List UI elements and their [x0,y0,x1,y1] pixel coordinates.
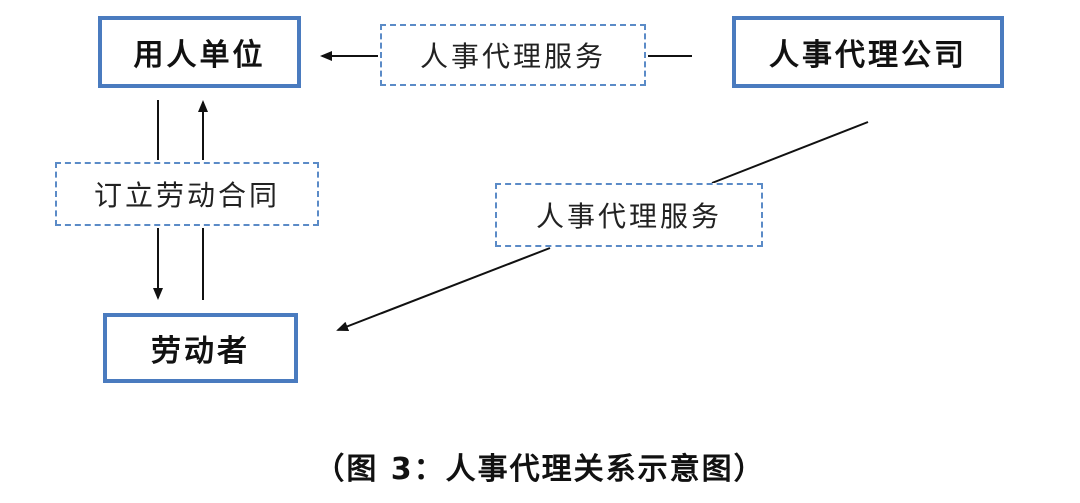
node-agency: 人事代理公司 [732,16,1004,88]
label-service-bottom: 人事代理服务 [495,183,763,247]
node-employer: 用人单位 [98,16,301,88]
arrow-to-worker-diagonal [336,247,551,332]
figure-caption: （图 3：人事代理关系示意图） [314,452,766,487]
node-worker: 劳动者 [103,313,298,383]
label-service-top: 人事代理服务 [380,24,646,86]
connector-agency-diagonal-upper [711,121,869,184]
label-contract: 订立劳动合同 [55,162,319,226]
